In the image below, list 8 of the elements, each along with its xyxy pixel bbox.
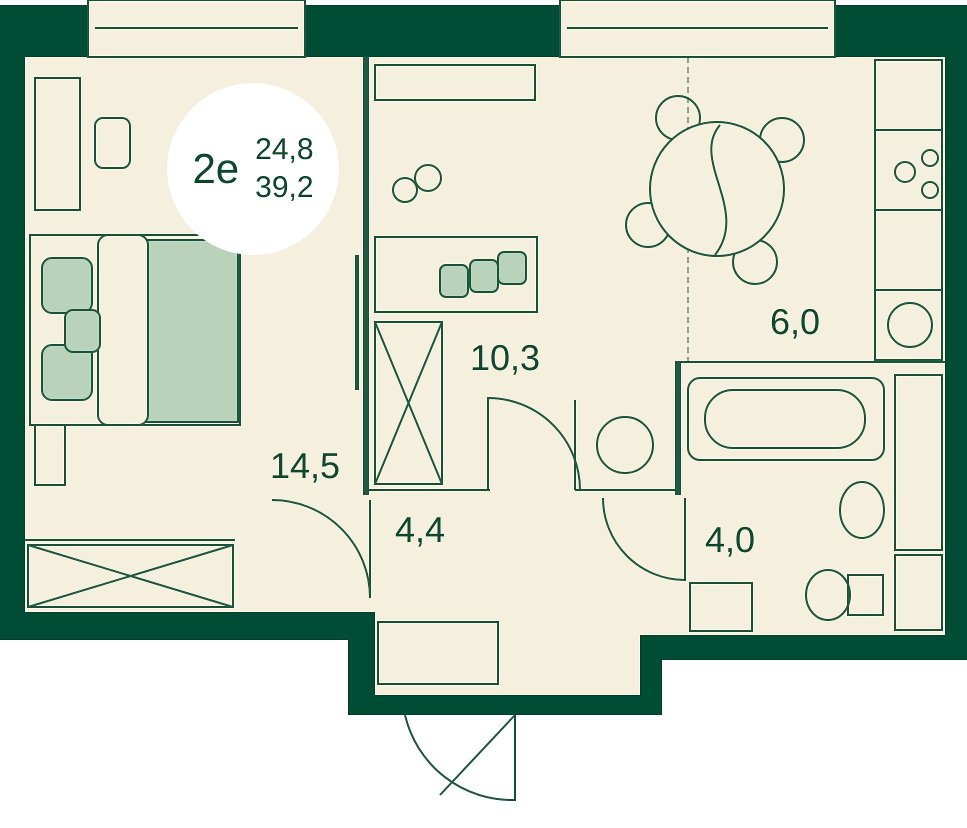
room-area: 4,0 <box>705 522 756 558</box>
apartment-type: 2е <box>192 148 240 190</box>
room-area: 14,5 <box>270 448 340 484</box>
area-value: 24,8 <box>255 132 314 168</box>
room-area: 4,4 <box>395 512 446 548</box>
room-area: 10,3 <box>470 340 540 376</box>
room-area: 6,0 <box>770 304 820 340</box>
area-value: 39,2 <box>255 170 314 206</box>
